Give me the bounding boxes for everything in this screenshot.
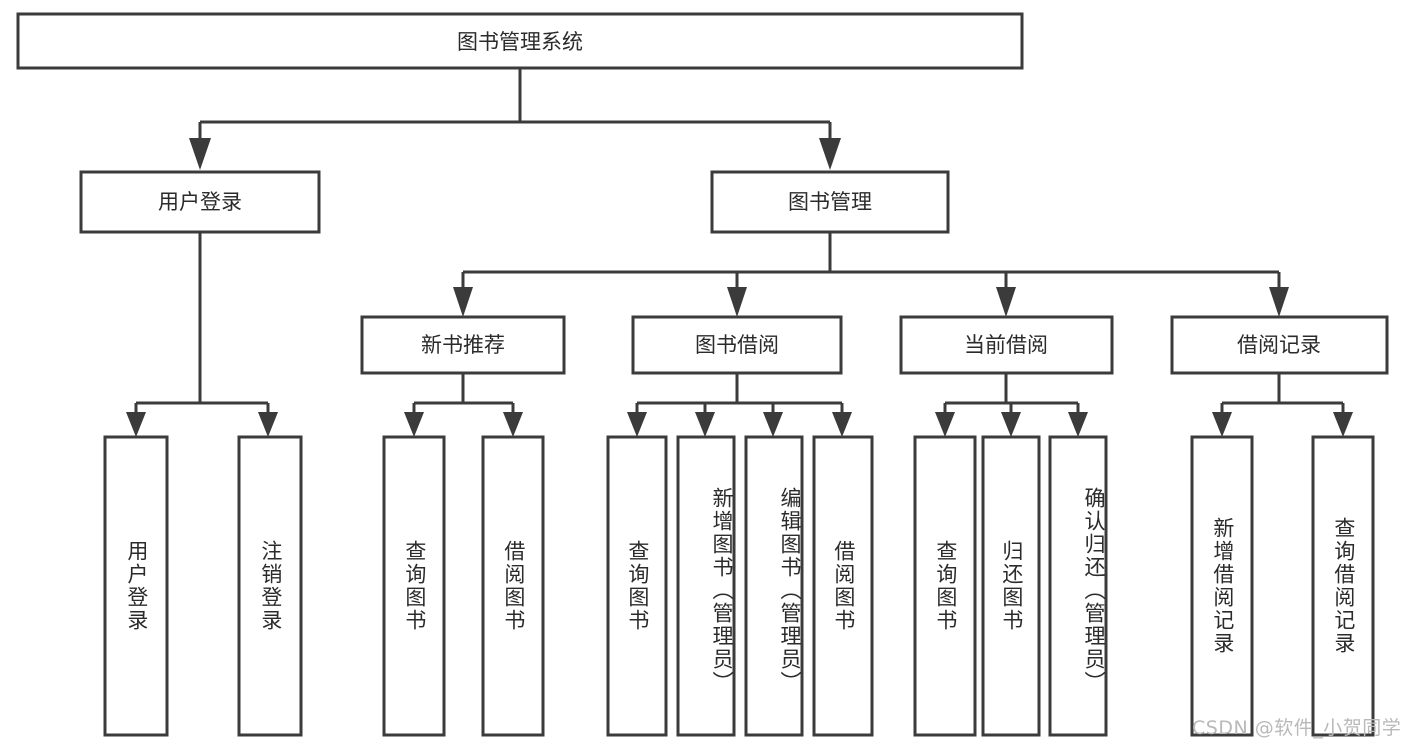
arrow-head-bookmanage xyxy=(819,138,841,170)
arrow-head-leaf-borrow-book-1 xyxy=(503,412,523,437)
node-leaf-user-login[interactable] xyxy=(103,435,169,737)
node-book-borrow-label: 图书借阅 xyxy=(695,333,779,357)
arrow-head-leaf-confirm-return xyxy=(1068,412,1088,437)
arrow-head-new-book-rec xyxy=(453,287,473,317)
arrow-head-leaf-add-book xyxy=(695,412,715,437)
node-layer: 图书管理系统 用户登录 图书管理 新书推荐 图书借阅 当前借阅 借阅记录 xyxy=(16,12,1389,737)
connector-layer xyxy=(126,68,1353,437)
arrow-head-leaf-borrow-book-2 xyxy=(832,412,852,437)
arrow-head-leaf-edit-book xyxy=(763,412,783,437)
node-leaf-borrow-book-2[interactable] xyxy=(812,435,874,737)
node-user-login-label: 用户登录 xyxy=(158,190,242,214)
arrow-head-leaf-query-record xyxy=(1333,412,1353,437)
node-root[interactable] xyxy=(16,12,1024,70)
arrow-head-leaf-query-book-1 xyxy=(404,412,424,437)
node-user-login[interactable] xyxy=(79,170,321,234)
arrow-head-leaf-return-book xyxy=(1001,412,1021,437)
node-borrow-record-label: 借阅记录 xyxy=(1237,333,1321,357)
node-leaf-borrow-book-1[interactable] xyxy=(481,435,545,737)
node-book-manage-label: 图书管理 xyxy=(788,190,872,214)
node-leaf-add-record[interactable] xyxy=(1190,435,1254,737)
node-book-manage[interactable] xyxy=(710,170,950,234)
arrow-head-book-borrow xyxy=(727,287,747,317)
node-current-borrow-label: 当前借阅 xyxy=(964,333,1048,357)
arrow-head-leaf-query-book-2 xyxy=(627,412,647,437)
node-new-book-rec[interactable] xyxy=(360,315,566,375)
arrow-head-leaf-logout xyxy=(258,412,278,437)
node-leaf-query-record[interactable] xyxy=(1311,435,1375,737)
arrow-head-current-borrow xyxy=(996,287,1016,317)
node-leaf-add-book[interactable] xyxy=(676,435,736,737)
node-leaf-logout[interactable] xyxy=(237,435,303,737)
arrow-head-leaf-query-book-3 xyxy=(935,412,955,437)
arrow-head-borrow-record xyxy=(1269,287,1289,317)
node-borrow-record[interactable] xyxy=(1170,315,1389,375)
node-leaf-query-book-1[interactable] xyxy=(382,435,446,737)
node-leaf-return-book[interactable] xyxy=(981,435,1041,737)
node-leaf-query-book-3[interactable] xyxy=(913,435,977,737)
node-current-borrow[interactable] xyxy=(899,315,1114,375)
node-leaf-edit-book[interactable] xyxy=(744,435,804,737)
node-new-book-rec-label: 新书推荐 xyxy=(421,333,505,357)
node-root-label: 图书管理系统 xyxy=(457,30,583,54)
node-leaf-query-book-2[interactable] xyxy=(606,435,668,737)
arrow-head-leaf-user-login xyxy=(126,412,146,437)
arrow-head-leaf-add-record xyxy=(1212,412,1232,437)
csdn-watermark: CSDN @软件_小贺同学 xyxy=(1192,717,1402,739)
node-leaf-confirm-return[interactable] xyxy=(1048,435,1108,737)
node-book-borrow[interactable] xyxy=(631,315,843,375)
arrow-head-userlogin xyxy=(189,138,211,170)
